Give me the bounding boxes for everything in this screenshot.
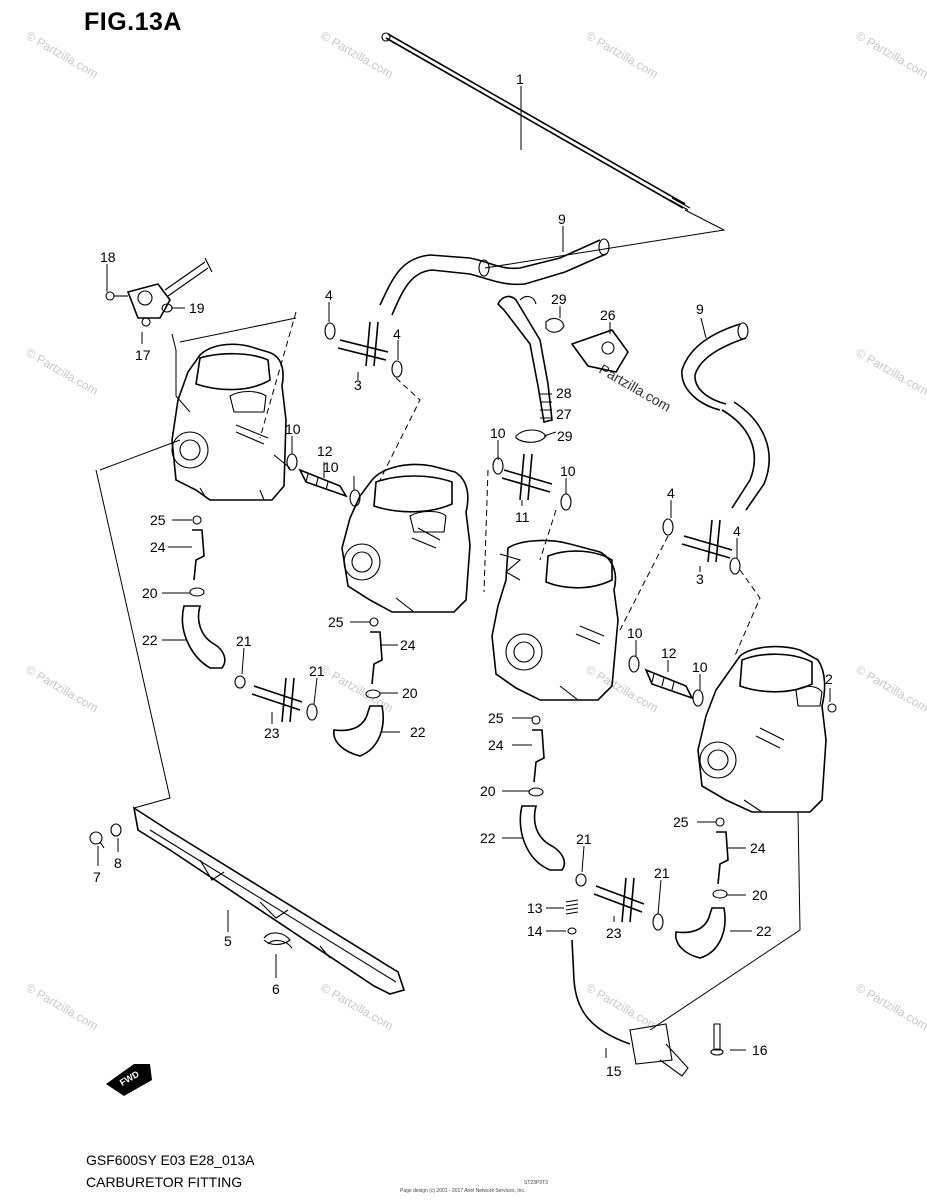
copyright-line: Page design (c) 2001 - 2017 Ariel Networ… (400, 1188, 526, 1194)
callout-25: 25 (328, 614, 344, 630)
callout-29: 29 (551, 291, 567, 307)
watermark: © Partzilla.com (854, 662, 927, 715)
watermark: © Partzilla.com (319, 662, 396, 715)
watermark: © Partzilla.com (319, 980, 396, 1033)
callout-9: 9 (696, 301, 704, 317)
callouts: 1 2 3 3 4 4 4 4 5 6 7 8 9 9 10 10 10 10 … (93, 71, 833, 1079)
lower-fittings (181, 515, 729, 959)
watermark: © Partzilla.com (319, 28, 396, 81)
callout-2: 2 (825, 671, 833, 687)
callout-21: 21 (576, 831, 592, 847)
callout-24: 24 (750, 840, 766, 856)
callout-26: 26 (600, 307, 616, 323)
part-hose-28 (497, 295, 553, 423)
t-joints (251, 321, 733, 923)
model-code: GSF600SY E03 E28_013A (86, 1152, 255, 1168)
callout-12: 12 (317, 443, 333, 459)
carburetor-2 (341, 463, 471, 613)
carburetor-3 (491, 539, 619, 701)
callout-21: 21 (654, 865, 670, 881)
callout-4: 4 (667, 485, 675, 501)
callout-21: 21 (236, 633, 252, 649)
callout-24: 24 (400, 637, 416, 653)
callout-19: 19 (189, 300, 205, 316)
callout-7: 7 (93, 869, 101, 885)
callout-13: 13 (527, 900, 543, 916)
watermark: © Partzilla.com (24, 662, 101, 715)
callout-12: 12 (661, 645, 677, 661)
callout-25: 25 (488, 710, 504, 726)
watermark: © Partzilla.com (24, 345, 101, 398)
alignment-lines (95, 311, 801, 1031)
part-rod (381, 32, 726, 269)
callout-25: 25 (673, 814, 689, 830)
callout-6: 6 (272, 981, 280, 997)
watermark-center: Partzilla.com (597, 361, 674, 415)
callout-1: 1 (516, 71, 524, 87)
watermark: © Partzilla.com (584, 28, 661, 81)
callout-17: 17 (135, 347, 151, 363)
callout-10: 10 (323, 459, 339, 475)
o-rings (286, 322, 741, 707)
callout-28: 28 (556, 385, 572, 401)
callout-27: 27 (556, 406, 572, 422)
watermark: © Partzilla.com (854, 345, 927, 398)
callout-20: 20 (142, 585, 158, 601)
callout-4: 4 (325, 287, 333, 303)
watermark: © Partzilla.com (854, 28, 927, 81)
callout-24: 24 (150, 539, 166, 555)
figure-name: CARBURETOR FITTING (86, 1174, 243, 1190)
callout-4: 4 (733, 523, 741, 539)
callout-22: 22 (142, 632, 158, 648)
carburetor-1 (171, 343, 291, 501)
watermark: © Partzilla.com (854, 980, 927, 1033)
callout-20: 20 (480, 783, 496, 799)
small-code: ST23P3T3 (524, 1180, 548, 1186)
callout-29: 29 (557, 428, 573, 444)
callout-16: 16 (752, 1042, 768, 1058)
callout-15: 15 (606, 1063, 622, 1079)
callout-10: 10 (560, 463, 576, 479)
part-throttle-sensor (571, 939, 724, 1077)
callout-5: 5 (224, 933, 232, 949)
callout-20: 20 (402, 685, 418, 701)
callout-20: 20 (752, 887, 768, 903)
callout-18: 18 (100, 249, 116, 265)
callout-10: 10 (490, 425, 506, 441)
callout-22: 22 (410, 724, 426, 740)
callout-10: 10 (627, 625, 643, 641)
callout-3: 3 (354, 377, 362, 393)
watermarks: © Partzilla.com © Partzilla.com © Partzi… (24, 28, 927, 1033)
callout-9: 9 (558, 211, 566, 227)
callout-4: 4 (393, 326, 401, 342)
part-spring (263, 932, 293, 949)
part-bracket (132, 806, 406, 995)
figure-title: FIG.13A (84, 8, 182, 36)
carburetor-4 (697, 645, 837, 813)
callout-23: 23 (606, 925, 622, 941)
leader-lines (97, 86, 831, 1051)
callout-10: 10 (692, 659, 708, 675)
part-adapter-26 (570, 329, 629, 373)
callout-24: 24 (488, 737, 504, 753)
watermark: © Partzilla.com (24, 980, 101, 1033)
callout-3: 3 (696, 571, 704, 587)
part-sensor (105, 257, 213, 327)
part-screw-7 (89, 823, 122, 849)
callout-22: 22 (756, 923, 772, 939)
callout-25: 25 (150, 512, 166, 528)
part-joint-12 (298, 468, 694, 700)
callout-22: 22 (480, 830, 496, 846)
part-hose-upper (379, 238, 610, 316)
part-clamp-29 (515, 317, 565, 443)
callout-8: 8 (114, 855, 122, 871)
part-hose-right (681, 322, 770, 511)
callout-10: 10 (285, 421, 301, 437)
callout-21: 21 (309, 663, 325, 679)
callout-14: 14 (527, 923, 543, 939)
callout-23: 23 (264, 725, 280, 741)
fwd-arrow: FWD (106, 1064, 152, 1096)
callout-11: 11 (515, 509, 530, 525)
